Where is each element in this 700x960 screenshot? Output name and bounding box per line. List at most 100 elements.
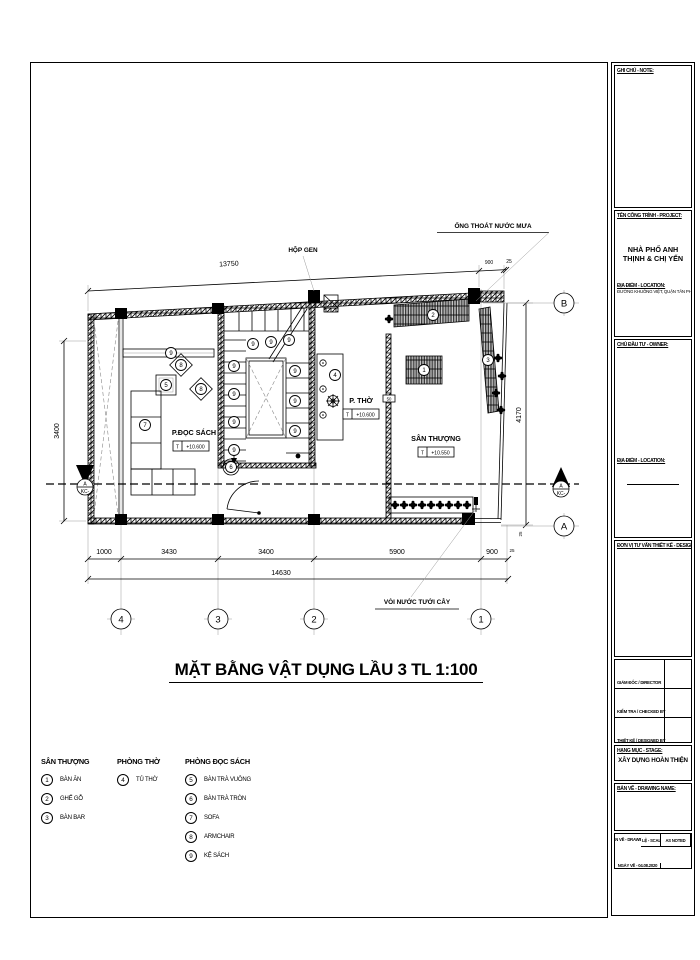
annotations: HỘP GEN ỐNG THOÁT NƯỚC MƯA VÒI NƯỚC TƯỚI… bbox=[288, 220, 550, 610]
gen-box bbox=[323, 294, 339, 313]
marker: 6 bbox=[229, 465, 233, 471]
location-value: ĐƯỜNG KHUÔNG VIỆT, QUẬN TÂN PHÚ bbox=[617, 289, 692, 294]
owner-location-header: ĐỊA ĐIỂM - LOCATION: bbox=[617, 458, 666, 464]
plan-title: MẶT BẰNG VẬT DỤNG LẦU 3 TL 1:100 bbox=[31, 660, 607, 683]
marker: 9 bbox=[269, 340, 273, 346]
section-letter-left: A bbox=[83, 482, 87, 488]
legend-number: 5 bbox=[185, 774, 197, 786]
dim-14630: 14630 bbox=[271, 570, 291, 577]
marker: 5 bbox=[164, 383, 168, 389]
dim-3430: 3430 bbox=[161, 549, 177, 556]
room-labels: P.ĐỌC SÁCH T +10.600 P. THỜ T +10.600 SÂ… bbox=[172, 396, 461, 458]
legend-number: 8 bbox=[185, 831, 197, 843]
stage-header: HẠNG MỤC - STAGE: bbox=[617, 748, 663, 754]
legend-item: 9 KỆ SÁCH bbox=[185, 850, 251, 862]
dim-right-25: 25 bbox=[518, 531, 523, 537]
legend-label: KỆ SÁCH bbox=[204, 853, 229, 859]
dimensions: 13750 900 25 3400 4170 25 1000 3430 3400… bbox=[54, 259, 533, 584]
stage-section: HẠNG MỤC - STAGE: XÂY DỰNG HOÀN THIỆN bbox=[614, 745, 692, 781]
grid-B: B bbox=[561, 299, 567, 310]
hop-gen-label: HỘP GEN bbox=[288, 245, 318, 254]
project-name: NHÀ PHỐ ANH THỊNH & CHỊ YẾN bbox=[622, 245, 684, 263]
drawing-frame: A KC- A KC- 13750 900 25 3400 4170 25 bbox=[30, 62, 608, 918]
dim-3400-left: 3400 bbox=[54, 423, 61, 439]
marker: 9 bbox=[232, 448, 236, 454]
legend: SÂN THƯỢNG 1 BÀN ĂN 2 GHẾ GỖ 3 BÀN BAR P… bbox=[41, 757, 361, 887]
date-label: NGÀY VẼ - 04.08.2020 bbox=[615, 863, 661, 868]
marker: 9 bbox=[287, 338, 291, 344]
grid-3: 3 bbox=[215, 615, 220, 626]
row-director: GIÁM ĐỐC / DIRECTOR bbox=[615, 660, 691, 688]
legend-number: 2 bbox=[41, 793, 53, 805]
level-reading: +10.600 bbox=[186, 445, 204, 451]
legend-col-terrace: SÂN THƯỢNG 1 BÀN ĂN 2 GHẾ GỖ 3 BÀN BAR bbox=[41, 757, 90, 831]
legend-label: TỦ THỜ bbox=[136, 777, 158, 783]
legend-label: GHẾ GỖ bbox=[60, 796, 83, 802]
legend-col-worship: PHÒNG THỜ 4 TỦ THỜ bbox=[117, 757, 160, 793]
marker: 9 bbox=[293, 399, 297, 405]
dim-top-25: 25 bbox=[506, 259, 512, 265]
marker: 8 bbox=[199, 387, 203, 393]
grid-1: 1 bbox=[478, 615, 483, 626]
legend-number: 7 bbox=[185, 812, 197, 824]
marker: 9 bbox=[232, 420, 236, 426]
signature-line bbox=[627, 484, 679, 485]
altar-cabinet bbox=[316, 353, 344, 441]
legend-number: 1 bbox=[41, 774, 53, 786]
drawing-no-label: SỐ BẢN VẼ - DRAWING NO bbox=[615, 837, 641, 842]
legend-title: PHÒNG THỜ bbox=[117, 757, 160, 766]
legend-label: BÀN ĂN bbox=[60, 777, 82, 783]
marker: 9 bbox=[169, 351, 173, 357]
marker: 1 bbox=[422, 368, 426, 374]
legend-item: 1 BÀN ĂN bbox=[41, 774, 89, 786]
dim-5900: 5900 bbox=[389, 549, 405, 556]
wall-dim-50: 50 bbox=[387, 397, 392, 402]
legend-item: 6 BÀN TRÀ TRÒN bbox=[185, 793, 251, 805]
row-designed: THIẾT KẾ / DESIGNED BY bbox=[615, 717, 691, 743]
design-header: ĐƠN VỊ TƯ VẤN THIẾT KẾ - DESIGN: bbox=[617, 543, 692, 549]
dim-4170: 4170 bbox=[516, 407, 523, 423]
grid-4: 4 bbox=[118, 615, 123, 626]
grid-A: A bbox=[561, 522, 568, 533]
section-line: A KC- A KC- bbox=[46, 465, 579, 498]
row-label: THIẾT KẾ / DESIGNED BY bbox=[617, 738, 666, 743]
project-section: TÊN CÔNG TRÌNH - PROJECT: NHÀ PHỐ ANH TH… bbox=[614, 210, 692, 337]
legend-number: 4 bbox=[117, 774, 129, 786]
level-worship: +10.600 bbox=[356, 413, 374, 419]
building-walls bbox=[87, 290, 508, 525]
legend-title: SÂN THƯỢNG bbox=[41, 757, 90, 766]
ong-thoat-label: ỐNG THOÁT NƯỚC MƯA bbox=[454, 220, 532, 230]
row-cell bbox=[664, 689, 691, 717]
dim-900-bottom: 900 bbox=[486, 549, 498, 556]
signature-rows: GIÁM ĐỐC / DIRECTOR KIỂM TRA / CHECKED B… bbox=[614, 659, 692, 743]
faucet-icon bbox=[474, 497, 478, 505]
legend-col-reading: PHÒNG ĐỌC SÁCH 5 BÀN TRÀ VUÔNG 6 BÀN TRÀ… bbox=[185, 757, 251, 869]
dim-25-bottom: 25 bbox=[509, 548, 515, 553]
legend-item: 5 BÀN TRÀ VUÔNG bbox=[185, 774, 251, 786]
legend-label: BÀN TRÀ TRÒN bbox=[204, 796, 247, 802]
legend-label: SOFA bbox=[204, 815, 220, 821]
location-header: ĐỊA ĐIỂM - LOCATION: bbox=[617, 283, 666, 289]
marker: 2 bbox=[431, 313, 435, 319]
dim-top-900: 900 bbox=[485, 260, 494, 266]
marker: 7 bbox=[143, 423, 147, 429]
note-header: GHI CHÚ - NOTE: bbox=[617, 68, 654, 74]
voi-nuoc-label: VÒI NƯỚC TƯỚI CÂY bbox=[384, 597, 451, 606]
room-terrace-name: SÂN THƯỢNG bbox=[411, 434, 461, 443]
level-prefix-reading: T bbox=[176, 445, 179, 451]
legend-title: PHÒNG ĐỌC SÁCH bbox=[185, 757, 250, 766]
grid-bubbles: 4 3 2 1 B A bbox=[107, 290, 579, 630]
dim-1000: 1000 bbox=[96, 549, 112, 556]
legend-item: 8 ARMCHAIR bbox=[185, 831, 251, 843]
item-markers: 9 9 9 9 9 9 9 9 9 9 9 8 8 5 7 6 4 2 1 3 bbox=[139, 309, 494, 473]
room-worship-name: P. THỜ bbox=[349, 396, 373, 405]
grid-2: 2 bbox=[311, 615, 316, 626]
terrace-furniture bbox=[384, 298, 507, 514]
marker: 9 bbox=[232, 392, 236, 398]
legend-number: 9 bbox=[185, 850, 197, 862]
row-label: KIỂM TRA / CHECKED BY bbox=[617, 709, 666, 714]
scale-value: AS NOTED bbox=[661, 834, 691, 847]
legend-item: 4 TỦ THỜ bbox=[117, 774, 160, 786]
grid-axis-lines bbox=[120, 289, 482, 635]
stage-value: XÂY DỰNG HOÀN THIỆN bbox=[618, 757, 688, 764]
